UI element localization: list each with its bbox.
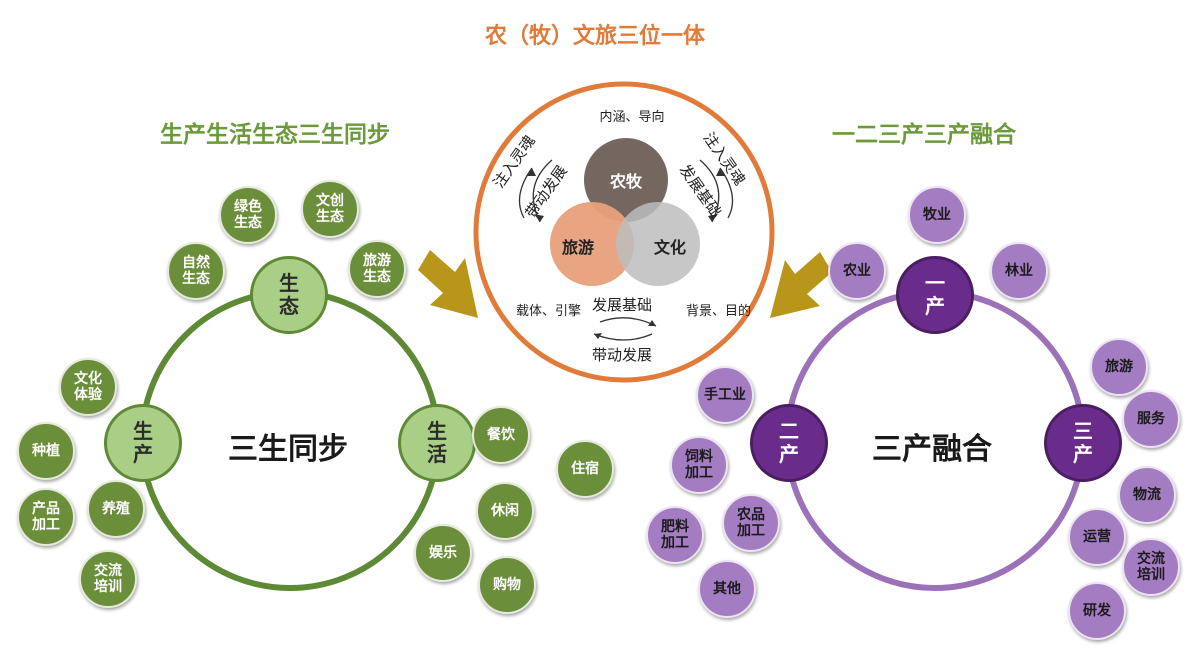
venn-tour-label: 旅游	[561, 238, 594, 257]
tertiary-item: 运营	[1068, 508, 1126, 566]
left-gold-arrow	[418, 250, 478, 318]
secondary-item: 饲料加工	[670, 436, 728, 494]
tertiary-item: 物流	[1118, 466, 1176, 524]
eco-item: 绿色生态	[219, 186, 277, 244]
tertiary-item: 服务	[1122, 390, 1180, 448]
life-item: 休闲	[476, 482, 534, 540]
life-item: 住宿	[556, 440, 614, 498]
prod-item: 种植	[17, 422, 75, 480]
center-top-label: 内涵、导向	[599, 110, 665, 125]
top-title-emph: 三位一体	[617, 24, 706, 49]
secondary-item: 农品加工	[722, 494, 780, 552]
venn-culture-label: 文化	[653, 238, 686, 257]
eco-item: 旅游生态	[348, 240, 406, 298]
primary-item: 林业	[990, 242, 1048, 300]
eco-item: 文创生态	[301, 180, 359, 238]
secondary-item: 肥料加工	[646, 506, 704, 564]
venn-agri	[584, 138, 668, 222]
venn-culture	[616, 202, 700, 286]
secondary-item: 手工业	[696, 366, 754, 424]
venn-agri-label: 农牧	[609, 172, 642, 191]
bottom-lower-text: 带动发展	[592, 346, 653, 364]
top-title-prefix: 农（牧）文旅	[484, 24, 617, 49]
venn-tour	[550, 202, 634, 286]
primary-item: 牧业	[908, 186, 966, 244]
prod-item: 产品加工	[17, 488, 75, 546]
tertiary-item: 研发	[1068, 582, 1126, 640]
right-center-label: 三产融合	[872, 432, 992, 467]
tertiary-item: 旅游	[1090, 338, 1148, 396]
eco-item: 自然生态	[167, 242, 225, 300]
bottom-upper-text: 发展基础	[592, 296, 653, 314]
secondary-item: 其他	[698, 560, 756, 618]
right-gold-arrow	[770, 252, 832, 318]
top-title: 农（牧）文旅三位一体	[0, 18, 1190, 50]
tertiary-item: 交流培训	[1122, 538, 1180, 596]
node-ecology: 生态	[250, 256, 328, 334]
node-primary: 一产	[896, 256, 974, 334]
life-item: 餐饮	[472, 406, 530, 464]
prod-item: 养殖	[87, 480, 145, 538]
center-left-label: 载体、引擎	[516, 304, 582, 319]
node-life: 生活	[398, 404, 476, 482]
primary-item: 农业	[828, 242, 886, 300]
prod-item: 文化体验	[59, 358, 117, 416]
node-secondary: 二产	[750, 404, 828, 482]
left-title: 生产生活生态三生同步	[160, 122, 390, 148]
center-right-label: 背景、目的	[686, 304, 752, 319]
node-production: 生产	[104, 404, 182, 482]
prod-item: 交流培训	[79, 550, 137, 608]
life-item: 娱乐	[414, 524, 472, 582]
life-item: 购物	[478, 556, 536, 614]
left-center-label: 三生同步	[228, 432, 348, 467]
right-title: 一二三产三产融合	[832, 122, 1016, 148]
node-tertiary: 三产	[1044, 404, 1122, 482]
